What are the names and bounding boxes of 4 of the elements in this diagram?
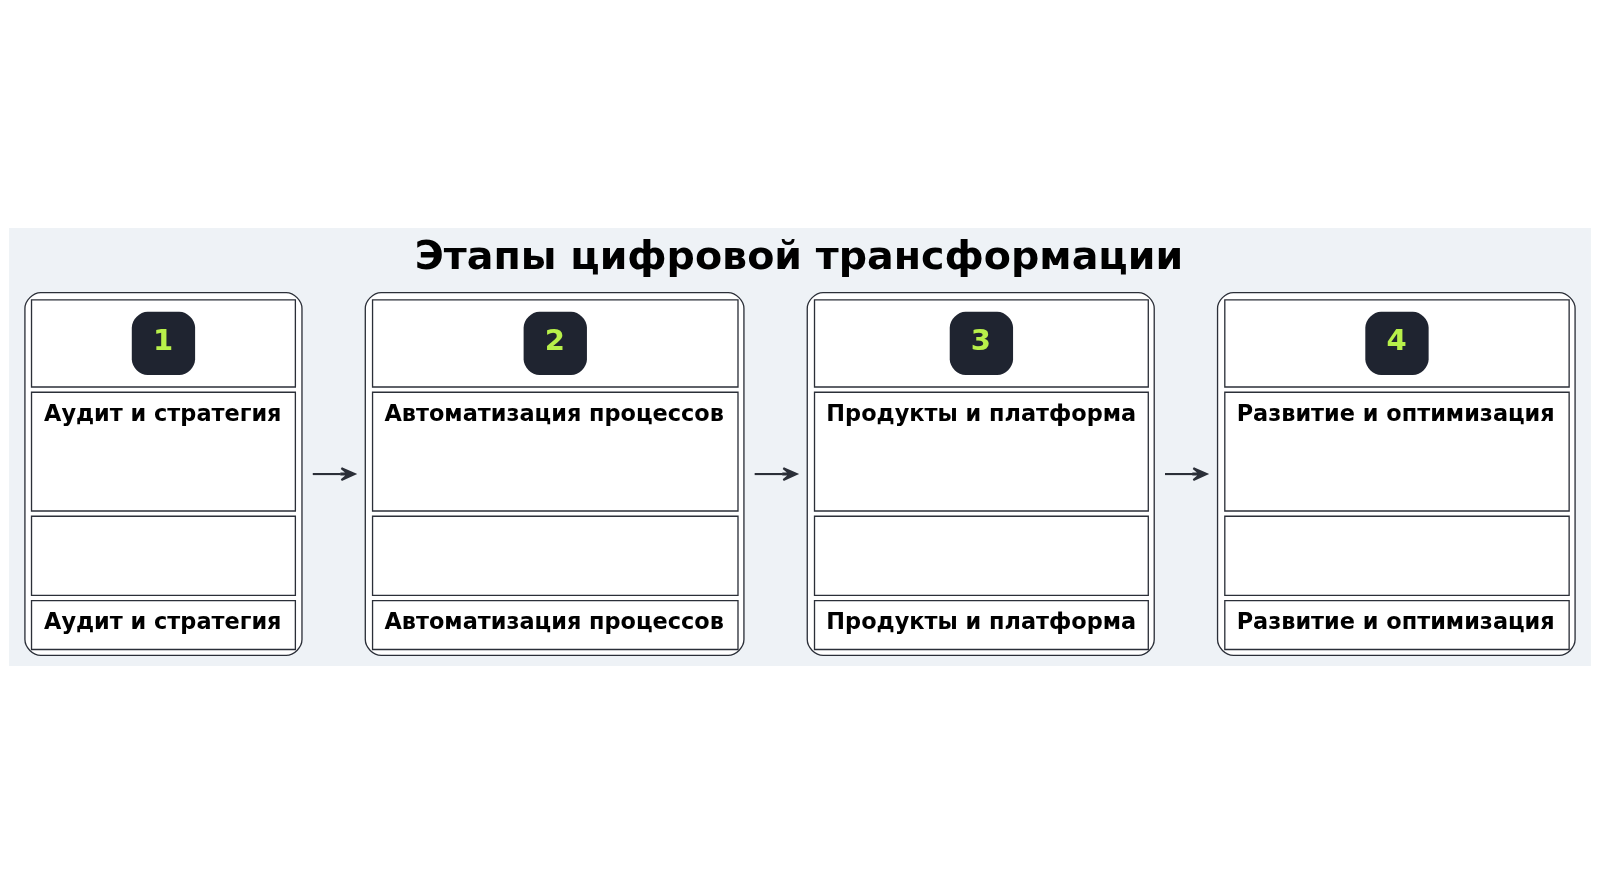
arrow [1165, 466, 1208, 481]
diagram-title: Этапы цифровой трансформации [414, 231, 1184, 278]
arrow [754, 466, 798, 481]
arrow [312, 466, 356, 481]
